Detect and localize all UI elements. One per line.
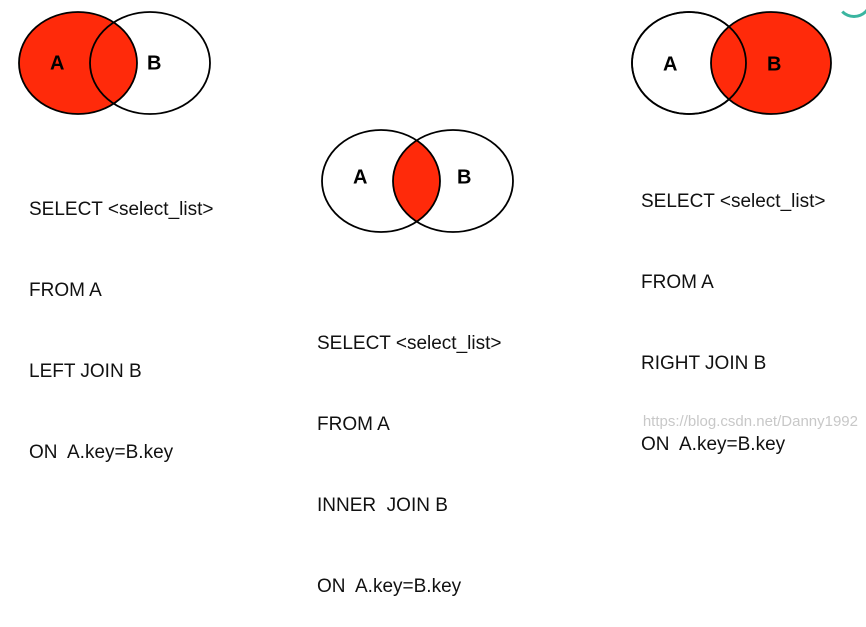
label-b: B <box>147 52 161 74</box>
inner-join-venn-svg: A B <box>321 129 514 233</box>
left-join-venn-svg: A B <box>18 11 211 115</box>
watermark: https://blog.csdn.net/Danny1992 <box>642 413 858 430</box>
label-a: A <box>50 52 64 74</box>
sql-select-line: SELECT <select_list> <box>317 333 502 354</box>
sql-on-line: ON A.key=B.key <box>641 434 786 455</box>
circle-b <box>392 129 514 233</box>
circle-a-outline-overlay <box>631 11 747 115</box>
sql-on-line: ON A.key=B.key <box>317 576 462 597</box>
sql-select-line: SELECT <select_list> <box>29 199 214 220</box>
inner-join-venn: A B <box>321 128 515 236</box>
label-b: B <box>767 53 781 75</box>
sql-join-line: LEFT JOIN B <box>29 361 142 382</box>
corner-decoration <box>836 0 866 18</box>
label-a: A <box>663 53 677 75</box>
right-join-venn-svg: A B <box>631 11 832 115</box>
sql-select-line: SELECT <select_list> <box>641 191 826 212</box>
left-join-venn: A B <box>18 10 212 116</box>
right-join-sql: SELECT <select_list> FROM A RIGHT JOIN B… <box>641 134 825 485</box>
label-a: A <box>353 166 367 188</box>
intersection-fill <box>393 130 440 232</box>
circle-a <box>18 11 138 115</box>
sql-join-line: INNER JOIN B <box>317 495 448 516</box>
circle-a <box>321 129 441 233</box>
sql-from-line: FROM A <box>29 280 102 301</box>
label-b: B <box>457 166 471 188</box>
sql-from-line: FROM A <box>317 414 390 435</box>
circle-b <box>89 11 211 115</box>
sql-join-line: RIGHT JOIN B <box>641 353 767 374</box>
inner-join-sql: SELECT <select_list> FROM A INNER JOIN B… <box>317 276 501 627</box>
left-join-sql: SELECT <select_list> FROM A LEFT JOIN B … <box>29 142 213 493</box>
sql-from-line: FROM A <box>641 272 714 293</box>
circle-b <box>710 11 832 115</box>
sql-on-line: ON A.key=B.key <box>29 442 174 463</box>
right-join-venn: A B <box>631 10 833 116</box>
